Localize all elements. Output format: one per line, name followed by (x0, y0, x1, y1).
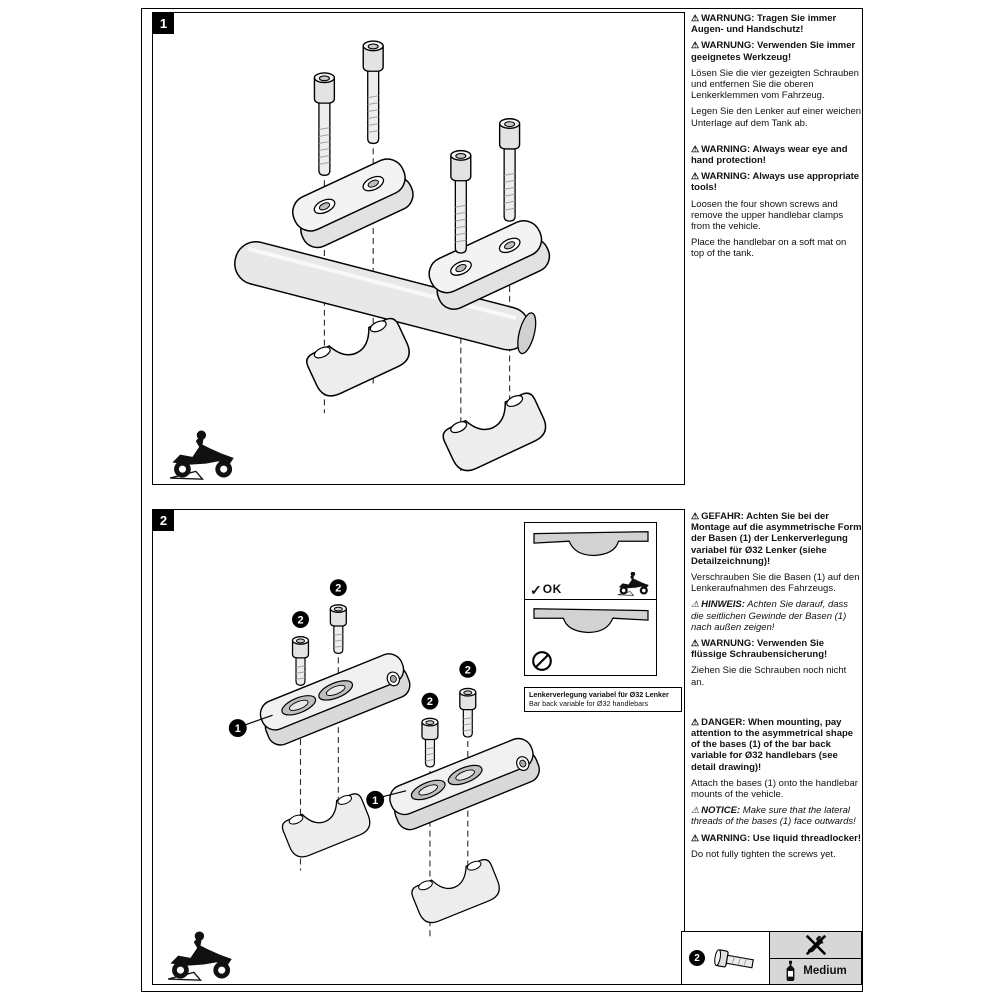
riser-base-right (384, 733, 544, 835)
riser-base-left (255, 648, 415, 750)
panel-2-instructions: ⚠GEFAHR: Achten Sie bei der Montage auf … (691, 511, 862, 865)
screw-callout: 2 (421, 692, 439, 710)
warning-triangle-icon: ⚠ (691, 638, 700, 649)
warning-triangle-icon: ⚠ (691, 599, 700, 610)
handlebar-mount-left (279, 789, 375, 862)
language-divider (691, 134, 862, 144)
panel-2-illustration: 2 2 2 2 1 1 (167, 579, 544, 981)
base-screw-2 (329, 604, 347, 655)
p2-en-step-1: Attach the bases (1) onto the handlebar … (691, 777, 858, 801)
warning-triangle-icon: ⚠ (691, 171, 700, 182)
p1-de-warning-2: ⚠WARNUNG: Verwenden Sie immer geeignetes… (691, 40, 856, 63)
p2-de-step-2: Ziehen Sie die Schrauben noch nicht an. (691, 665, 847, 688)
p1-en-warning-1: ⚠WARNING: Always wear eye and hand prote… (691, 143, 848, 167)
base-callout-number: 1 (372, 795, 378, 807)
clamp-screw-1 (313, 72, 336, 177)
warning-triangle-icon: ⚠ (691, 143, 700, 154)
screw-item-drawing (714, 949, 754, 969)
panel-2-number: 2 (153, 510, 174, 531)
clamp-screw-2 (362, 40, 384, 145)
threadlocker-bottle-icon (786, 961, 795, 982)
p1-de-warning-1: ⚠WARNUNG: Tragen Sie immer Augen- und Ha… (691, 13, 837, 36)
warning-triangle-icon: ⚠ (691, 511, 700, 521)
p2-en-danger: ⚠DANGER: When mounting, pay attention to… (691, 716, 854, 773)
screw-callout-number: 2 (465, 664, 471, 676)
warning-triangle-icon: ⚠ (691, 40, 700, 51)
no-row (527, 649, 654, 673)
motorcycle-rider-icon (167, 930, 233, 981)
p2-de-warning: ⚠WARNUNG: Verwenden Sie flüssige Schraub… (691, 638, 828, 661)
handlebar-mount-right (408, 855, 504, 928)
warning-triangle-icon: ⚠ (691, 13, 700, 23)
panel-1-number: 1 (153, 13, 174, 34)
ok-label: OK (542, 582, 562, 597)
handlebar (234, 240, 537, 355)
p1-en-step-2: Place the handlebar on a soft mat on top… (691, 237, 847, 260)
screw-callout-number: 2 (427, 696, 433, 708)
p2-de-notice: ⚠HINWEIS: Achten Sie darauf, dass die se… (691, 599, 849, 633)
base-callout: 1 (366, 790, 407, 809)
base-callout-number: 1 (235, 723, 241, 735)
inset-caption: Lenkerverlegung variabel für Ø32 Lenker … (524, 687, 682, 712)
screw-callout-number: 2 (297, 615, 303, 627)
clamp-screw-3 (450, 149, 472, 254)
panel-2: 2 2 2 (152, 509, 685, 985)
p1-en-warning-2: ⚠WARNING: Always use appropriate tools! (691, 171, 860, 194)
panel-1-instructions: ⚠WARNUNG: Tragen Sie immer Augen- und Ha… (691, 13, 862, 265)
screw-callout: 2 (459, 660, 477, 678)
p2-en-notice: ⚠NOTICE: Make sure that the lateral thre… (691, 805, 856, 828)
base-callout: 1 (228, 714, 273, 738)
no-power-tools-icon (805, 934, 826, 955)
base-orientation-correct-drawing (532, 531, 649, 557)
warning-triangle-icon: ⚠ (691, 716, 700, 727)
p1-en-step-1: Loosen the four shown screws and remove … (691, 198, 844, 233)
motorcycle-direction-icon (617, 571, 649, 596)
lower-clamp-left (302, 313, 416, 402)
threadlocker-strength-label: Medium (803, 965, 847, 978)
upper-clamp-left (286, 152, 419, 254)
detail-ok-cell: ✓ OK (525, 523, 656, 600)
base-screw-3 (421, 717, 439, 768)
p2-en-step-2: Do not fully tighten the screws yet. (691, 848, 836, 860)
lower-clamp-right (438, 388, 552, 477)
screw-callout: 2 (292, 611, 309, 629)
base-orientation-wrong-drawing (532, 607, 649, 633)
p1-de-step-2: Legen Sie den Lenker auf einer weichen U… (691, 106, 862, 129)
panel-1-illustration (169, 40, 556, 480)
screw-callout: 2 (329, 579, 347, 597)
clamp-screw-4 (498, 118, 521, 222)
p1-de-step-1: Lösen Sie die vier gezeigten Schrauben u… (691, 67, 859, 102)
base-screw-4 (459, 687, 477, 738)
item-2-callout: 2 (689, 950, 705, 966)
inset-caption-de: Lenkerverlegung variabel für Ø32 Lenker (529, 690, 669, 699)
language-divider (691, 693, 862, 717)
ok-row: ✓ OK (527, 571, 654, 598)
motorcycle-rider-icon (169, 429, 235, 480)
page-frame (141, 8, 863, 992)
legend-info-cell: Medium (770, 932, 861, 984)
warning-triangle-icon: ⚠ (691, 805, 700, 816)
warning-triangle-icon: ⚠ (691, 832, 700, 843)
p2-de-step-1: Verschrauben Sie die Basen (1) auf den L… (691, 572, 860, 595)
inset-caption-en: Bar back variable for Ø32 handlebars (529, 699, 649, 709)
p2-de-danger: ⚠GEFAHR: Achten Sie bei der Montage auf … (691, 511, 862, 567)
prohibited-icon (532, 651, 552, 671)
legend-no-power-tools-row (770, 932, 861, 959)
base-screw-1 (291, 636, 310, 686)
check-icon: ✓ (530, 581, 542, 598)
hardware-legend: 2 (681, 931, 862, 985)
screw-callout-number: 2 (335, 583, 341, 595)
detail-no-cell (525, 600, 656, 676)
legend-threadlocker-row: Medium (770, 959, 861, 985)
p2-en-warning: ⚠WARNING: Use liquid threadlocker! (691, 832, 862, 844)
legend-item-cell: 2 (682, 932, 770, 984)
detail-inset: ✓ OK (524, 522, 657, 676)
upper-clamp-right (422, 214, 556, 316)
panel-1: 1 (152, 12, 685, 485)
